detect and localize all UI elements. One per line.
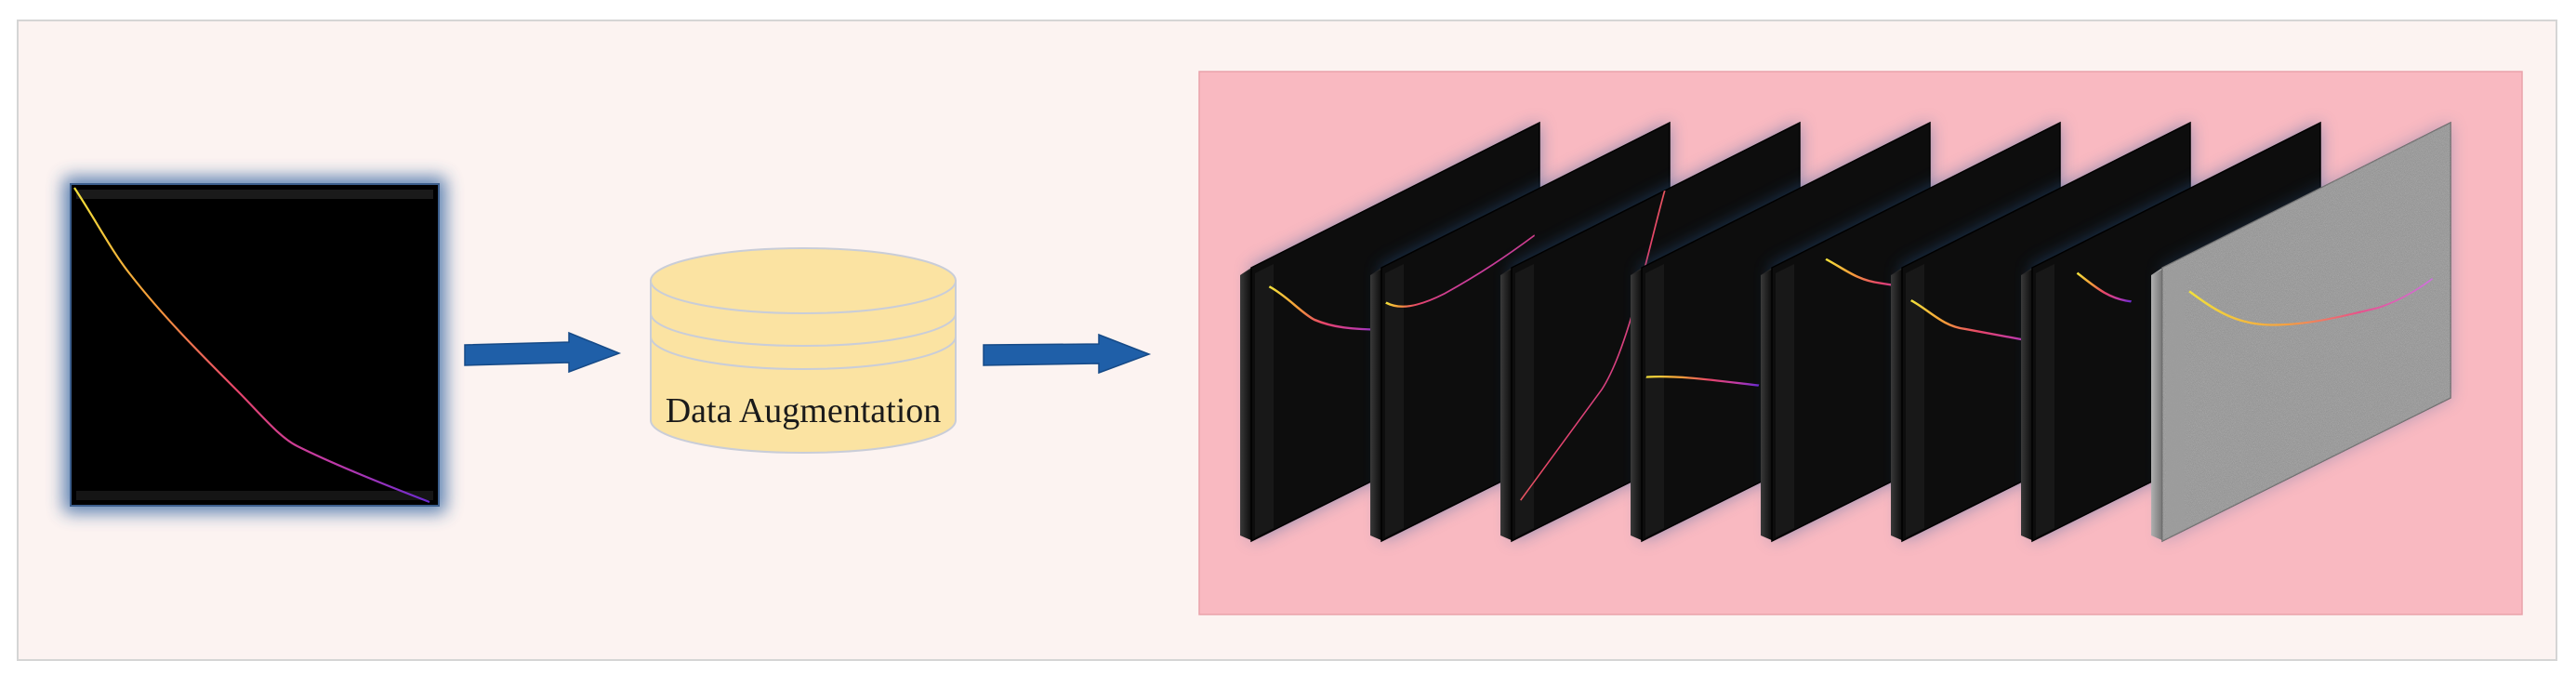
input-image [63, 177, 446, 513]
loss-curve-image-icon [73, 187, 430, 504]
data-augmentation-cylinder: Data Augmentation [650, 247, 957, 454]
arrow-to-augmentation [464, 331, 622, 374]
loss-curve-image-icon [1645, 376, 1760, 387]
loss-curve-image-icon [1268, 285, 1387, 331]
loss-curve-image-icon [1385, 234, 1535, 308]
augmentation-label: Data Augmentation [666, 391, 942, 430]
loss-curve-image-icon [1520, 190, 1666, 501]
augmented-images-stack [1240, 121, 2451, 543]
arrow-to-augmented-set [983, 333, 1152, 375]
loss-curve-image-icon [2188, 277, 2433, 326]
loss-curve-image-icon [2076, 271, 2133, 303]
